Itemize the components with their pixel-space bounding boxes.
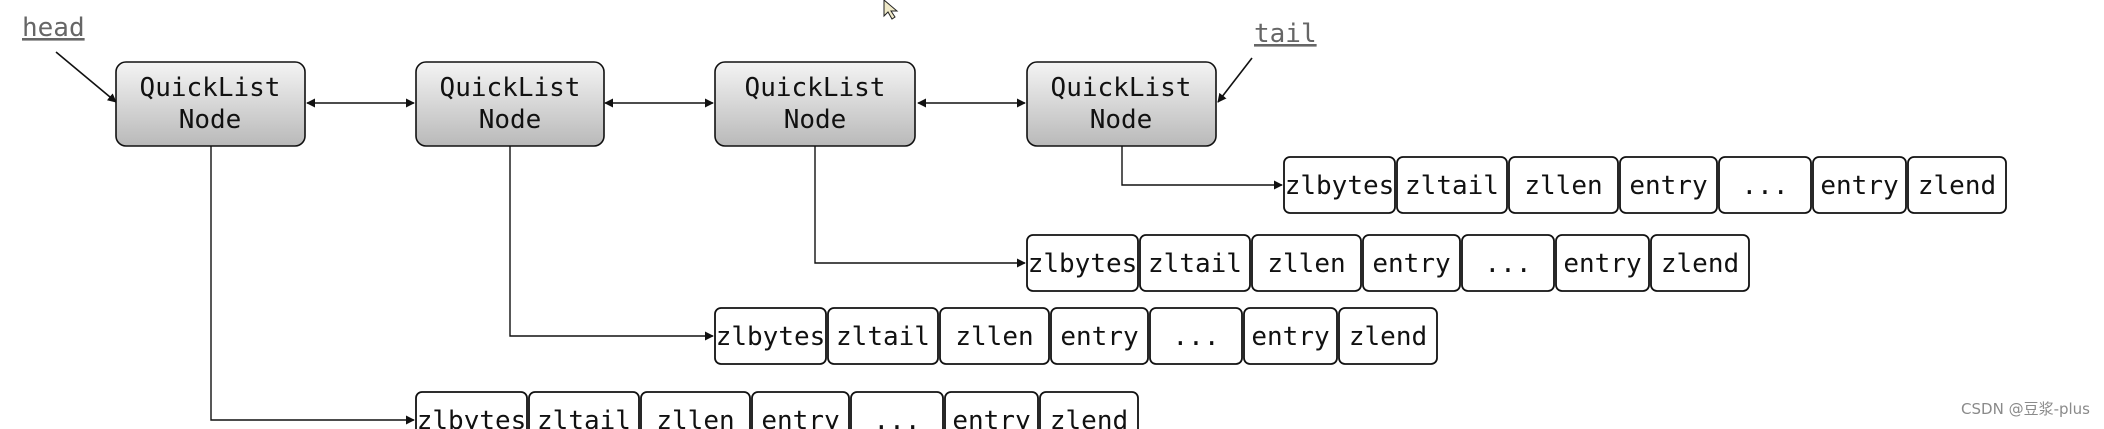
ziplist-cell: entry bbox=[1555, 234, 1650, 292]
ziplist-node-4: zlbytes zltail zllen entry... entry zlend bbox=[1283, 156, 2007, 214]
ziplist-cell-label: ... bbox=[1485, 249, 1532, 279]
ziplist-cell: entry bbox=[1619, 156, 1718, 214]
ziplist-cell-label: zlbytes bbox=[1285, 171, 1395, 201]
node-2-line2: Node bbox=[479, 105, 542, 135]
ziplist-cell: ... bbox=[1461, 234, 1555, 292]
ziplist-cell: zllen bbox=[1508, 156, 1619, 214]
quicklist-node-2: QuickList Node bbox=[415, 61, 605, 147]
node-2-line1: QuickList bbox=[440, 73, 581, 103]
ziplist-cell: zlbytes bbox=[714, 307, 827, 365]
ziplist-cell: zllen bbox=[939, 307, 1050, 365]
ziplist-cell: ... bbox=[1718, 156, 1812, 214]
ziplist-cell: entry bbox=[1243, 307, 1338, 365]
node-1-ziplist-connector bbox=[210, 146, 415, 425]
watermark: CSDN @豆浆-plus bbox=[1961, 400, 2090, 418]
tail-label: tail bbox=[1254, 19, 1317, 49]
ziplist-cell: ... bbox=[850, 391, 944, 429]
ziplist-cell: zltail bbox=[1396, 156, 1508, 214]
ziplist-cell: zltail bbox=[827, 307, 939, 365]
node-1-line2: Node bbox=[179, 105, 242, 135]
node-3-line1: QuickList bbox=[745, 73, 886, 103]
node-3-ziplist-connector bbox=[814, 146, 1026, 268]
ziplist-cell-label: ... bbox=[1742, 171, 1789, 201]
ziplist-cell-label: zlbytes bbox=[417, 406, 527, 429]
ziplist-cell-label: entry bbox=[1820, 171, 1898, 201]
ziplist-cell-label: zllen bbox=[656, 406, 734, 429]
ziplist-cell: zllen bbox=[640, 391, 751, 429]
ziplist-cell: zltail bbox=[1139, 234, 1251, 292]
quicklist-node-3: QuickList Node bbox=[714, 61, 916, 147]
ziplist-cell-label: zltail bbox=[537, 406, 631, 429]
ziplist-cell-label: zlend bbox=[1050, 406, 1128, 429]
quicklist-node-4: QuickList Node bbox=[1026, 61, 1217, 147]
node-3-line2: Node bbox=[784, 105, 847, 135]
ziplist-cell-label: zllen bbox=[955, 322, 1033, 352]
node-4-ziplist-connector bbox=[1121, 146, 1283, 190]
ziplist-cell-label: ... bbox=[874, 406, 921, 429]
ziplist-cell: zllen bbox=[1251, 234, 1362, 292]
ziplist-cell: zlbytes bbox=[415, 391, 528, 429]
ziplist-cell-label: zllen bbox=[1524, 171, 1602, 201]
ziplist-cell: zltail bbox=[528, 391, 640, 429]
ziplist-cell-label: zltail bbox=[1405, 171, 1499, 201]
ziplist-cell-label: ... bbox=[1173, 322, 1220, 352]
ziplist-cell: entry bbox=[1812, 156, 1907, 214]
tail-pointer-arrow bbox=[1217, 57, 1253, 103]
ziplist-cell: zlend bbox=[1907, 156, 2007, 214]
head-pointer-arrow bbox=[55, 51, 117, 103]
ziplist-cell: entry bbox=[944, 391, 1039, 429]
ziplist-cell-label: entry bbox=[1060, 322, 1138, 352]
ziplist-cell: entry bbox=[1362, 234, 1461, 292]
ziplist-cell-label: zlbytes bbox=[716, 322, 826, 352]
ziplist-cell-label: entry bbox=[1629, 171, 1707, 201]
node-1-line1: QuickList bbox=[140, 73, 281, 103]
head-label: head bbox=[22, 13, 85, 43]
node-4-line2: Node bbox=[1090, 105, 1153, 135]
ziplist-node-3: zlbytes zltail zllen entry... entry zlend bbox=[1026, 234, 1750, 292]
ziplist-cell: zlend bbox=[1650, 234, 1750, 292]
ziplist-cell: zlend bbox=[1338, 307, 1438, 365]
ziplist-cell: zlend bbox=[1039, 391, 1139, 429]
ziplist-node-1: zlbytes zltail zllen entry... entry zlend bbox=[415, 391, 1139, 429]
mouse-cursor-icon bbox=[883, 0, 899, 20]
ziplist-cell-label: entry bbox=[952, 406, 1030, 429]
ziplist-cell: entry bbox=[1050, 307, 1149, 365]
ziplist-cell: ... bbox=[1149, 307, 1243, 365]
ziplist-cell: zlbytes bbox=[1026, 234, 1139, 292]
ziplist-cell-label: zlend bbox=[1349, 322, 1427, 352]
ziplist-cell-label: entry bbox=[761, 406, 839, 429]
ziplist-cell: entry bbox=[751, 391, 850, 429]
ziplist-cell-label: zlend bbox=[1661, 249, 1739, 279]
ziplist-cell-label: zltail bbox=[1148, 249, 1242, 279]
ziplist-cell-label: zlend bbox=[1918, 171, 1996, 201]
quicklist-node-1: QuickList Node bbox=[115, 61, 306, 147]
ziplist-node-2: zlbytes zltail zllen entry... entry zlend bbox=[714, 307, 1438, 365]
ziplist-cell-label: entry bbox=[1372, 249, 1450, 279]
ziplist-cell-label: zllen bbox=[1267, 249, 1345, 279]
ziplist-cell-label: zlbytes bbox=[1028, 249, 1138, 279]
ziplist-cell-label: zltail bbox=[836, 322, 930, 352]
ziplist-cell-label: entry bbox=[1251, 322, 1329, 352]
node-2-ziplist-connector bbox=[509, 146, 714, 341]
node-4-line1: QuickList bbox=[1051, 73, 1192, 103]
ziplist-cell-label: entry bbox=[1563, 249, 1641, 279]
ziplist-cell: zlbytes bbox=[1283, 156, 1396, 214]
